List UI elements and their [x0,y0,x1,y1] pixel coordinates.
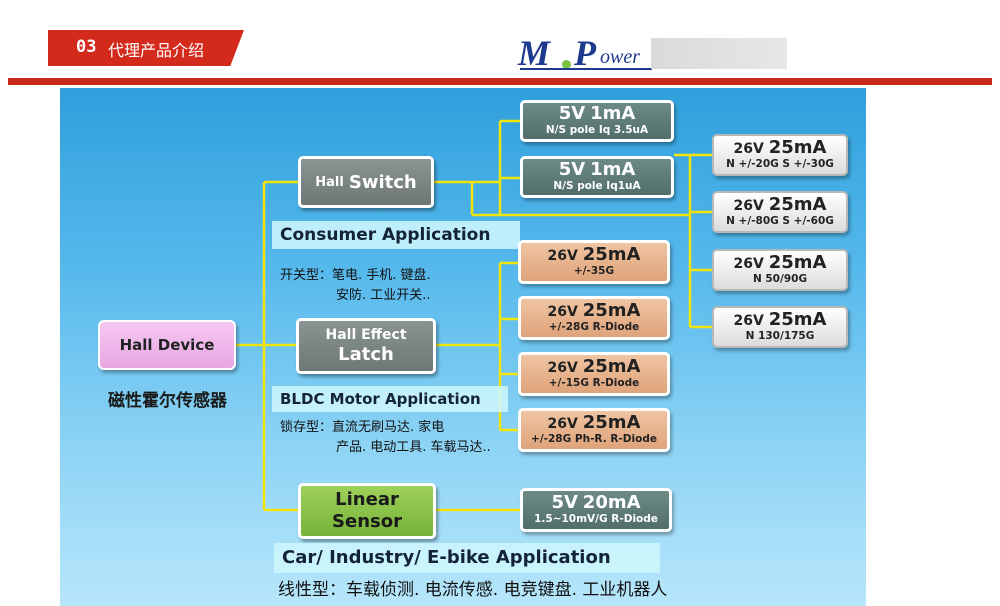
car-desc-1: 线性型：车载侦测. 电流传感. 电竞键盘. 工业机器人 [278,580,668,600]
latch-spec-1: 26V 25mA +/-35G [518,240,670,284]
linear-sensor-node: Linear Sensor [298,483,436,539]
switch-spec-2: 5V 1mA N/S pole Iq1uA [520,156,674,198]
logo-letter-p: P [574,33,596,73]
switch-right-spec-4: 26V 25mA N 130/175G [712,306,848,348]
logo-underline [520,68,652,70]
consumer-desc-2: 安防. 工业开关.. [336,288,431,303]
switch-right-spec-2-detail: N +/-80G S +/-60G [726,215,834,227]
consumer-application-band: Consumer Application [272,221,520,249]
hall-device-caption: 磁性霍尔传感器 [108,391,227,411]
section-banner: 03 代理产品介绍 [48,30,244,66]
latch-spec-3-detail: +/-15G R-Diode [548,377,640,389]
switch-right-spec-2-voltage: 26V [733,198,764,214]
latch-spec-2-current: 25mA [582,300,641,321]
switch-spec-1-detail: N/S pole Iq 3.5uA [545,124,649,136]
latch-line-1: Hall Effect [325,327,407,343]
switch-right-spec-1-detail: N +/-20G S +/-30G [726,158,834,170]
bldc-application-band: BLDC Motor Application [272,386,508,412]
switch-right-spec-3-detail: N 50/90G [752,273,808,285]
latch-spec-3-current: 25mA [582,356,641,377]
switch-spec-1-voltage: 5V [558,103,586,124]
mpower-logo: M P ower [518,33,654,74]
switch-spec-2-detail: N/S pole Iq1uA [553,180,641,192]
latch-spec-4-detail: +/-28G Ph-R. R-Diode [531,433,657,445]
linear-spec-voltage: 5V [551,492,578,513]
latch-spec-4-current: 25mA [582,412,641,433]
switch-right-spec-3-voltage: 26V [733,256,764,272]
linear-line-2: Sensor [332,511,402,532]
latch-spec-3: 26V 25mA +/-15G R-Diode [518,352,670,396]
linear-line-1: Linear [335,489,399,510]
linear-spec-current: 20mA [582,492,641,513]
switch-right-spec-4-detail: N 130/175G [745,330,815,342]
linear-spec-detail: 1.5~10mV/G R-Diode [534,513,658,525]
switch-spec-1: 5V 1mA N/S pole Iq 3.5uA [520,100,674,142]
switch-right-spec-4-voltage: 26V [733,313,764,329]
hall-switch-node: Hall Switch [298,156,434,208]
switch-spec-2-current: 1mA [590,159,636,180]
latch-spec-2: 26V 25mA +/-28G R-Diode [518,296,670,340]
bldc-application-title: BLDC Motor Application [280,390,481,408]
section-title: 代理产品介绍 [108,41,205,60]
latch-spec-4-voltage: 26V [547,416,578,432]
car-application-band: Car/ Industry/ E-bike Application [274,543,660,573]
bldc-desc-2: 产品. 电动工具. 车载马达.. [336,440,491,455]
diagram-panel: Hall Device 磁性霍尔传感器 Hall Switch Consumer… [60,88,866,606]
linear-spec: 5V 20mA 1.5~10mV/G R-Diode [520,488,672,532]
switch-right-spec-2-current: 25mA [768,194,827,215]
latch-spec-1-current: 25mA [582,244,641,265]
switch-right-spec-4-current: 25mA [768,309,827,330]
latch-spec-1-voltage: 26V [547,248,578,264]
hall-switch-big-label: Switch [348,171,417,193]
logo-gray-strip [651,38,787,69]
latch-line-2: Latch [338,344,394,365]
hall-device-node: Hall Device [98,320,236,370]
car-application-title: Car/ Industry/ E-bike Application [282,547,611,568]
latch-spec-1-detail: +/-35G [573,265,615,277]
consumer-application-title: Consumer Application [280,225,491,245]
latch-spec-2-detail: +/-28G R-Diode [548,321,640,333]
switch-right-spec-2: 26V 25mA N +/-80G S +/-60G [712,191,848,233]
switch-right-spec-3-current: 25mA [768,252,827,273]
switch-right-spec-1-current: 25mA [768,137,827,158]
hall-effect-latch-node: Hall Effect Latch [296,318,436,374]
header-divider [8,78,992,85]
hall-device-label: Hall Device [119,336,215,354]
consumer-desc-1: 开关型：笔电. 手机. 键盘. [280,268,431,283]
switch-right-spec-3: 26V 25mA N 50/90G [712,249,848,291]
switch-right-spec-1: 26V 25mA N +/-20G S +/-30G [712,134,848,176]
logo-letter-m: M [518,33,550,73]
latch-spec-2-voltage: 26V [547,304,578,320]
latch-spec-4: 26V 25mA +/-28G Ph-R. R-Diode [518,408,670,452]
switch-spec-1-current: 1mA [590,103,636,124]
logo-dot-icon [562,60,571,69]
bldc-desc-1: 锁存型：直流无刷马达. 家电 [280,420,445,435]
hall-switch-small-label: Hall [315,174,344,190]
switch-right-spec-1-voltage: 26V [733,141,764,157]
logo-ower: ower [600,46,640,68]
switch-spec-2-voltage: 5V [558,159,586,180]
section-number: 03 [76,37,97,57]
latch-spec-3-voltage: 26V [547,360,578,376]
